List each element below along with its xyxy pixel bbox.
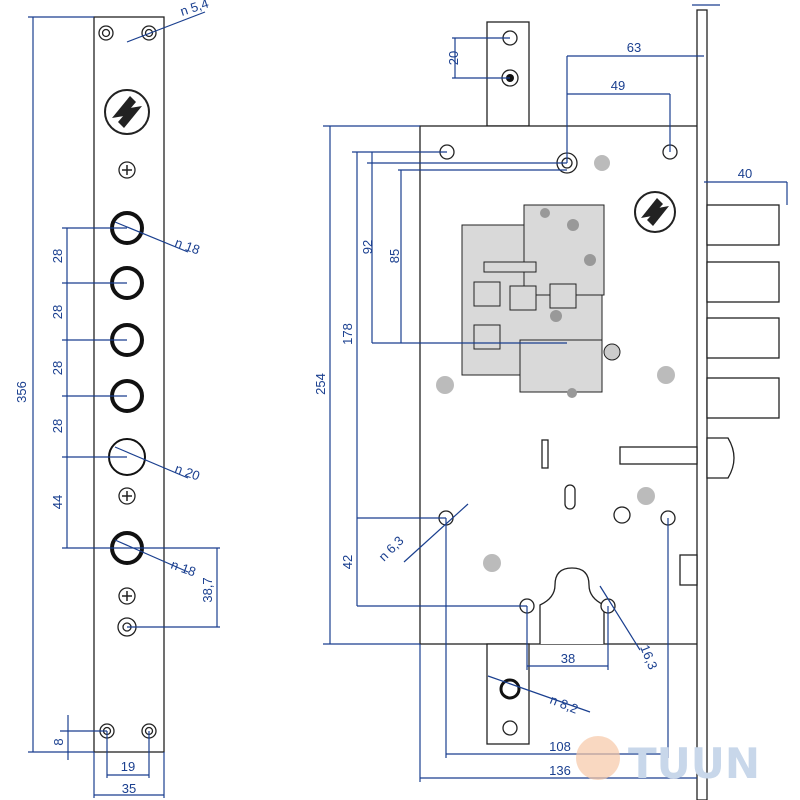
front-plate xyxy=(93,16,165,753)
dia-18-a: n 18 xyxy=(173,235,202,258)
bolt-4 xyxy=(706,377,780,419)
watermark-text: TUUN xyxy=(628,739,760,788)
dim-44: 44 xyxy=(50,495,65,509)
dim-92: 92 xyxy=(360,240,375,254)
watermark: TUUN xyxy=(576,736,760,788)
dim-40: 40 xyxy=(738,166,752,181)
dim-8: 8 xyxy=(51,738,66,745)
lock-body xyxy=(419,9,780,800)
dia-18-b: n 18 xyxy=(169,557,198,580)
faceplate xyxy=(696,9,708,800)
bolt-1 xyxy=(706,204,780,246)
body-dimension-lines xyxy=(323,4,788,782)
dim-19: 19 xyxy=(121,759,135,774)
strip-dimension-lines xyxy=(28,11,220,798)
dim-38-7: 38,7 xyxy=(200,577,215,602)
dim-63: 63 xyxy=(627,40,641,55)
bolt-2 xyxy=(706,261,780,303)
mechanism xyxy=(461,204,621,398)
dia-16-3: 16,3 xyxy=(637,643,660,672)
dim-254: 254 xyxy=(313,373,328,395)
dim-35: 35 xyxy=(122,781,136,796)
latch xyxy=(706,437,735,479)
dim-42: 42 xyxy=(340,555,355,569)
dim-108: 108 xyxy=(549,739,571,754)
dim-28-b: 28 xyxy=(50,305,65,319)
dim-28-d: 28 xyxy=(50,419,65,433)
brand-logo-icon xyxy=(104,89,150,135)
watermark-logo-icon xyxy=(576,736,620,780)
dia-8-2: n 8,2 xyxy=(548,692,580,717)
dim-20: 20 xyxy=(446,51,461,65)
dim-178: 178 xyxy=(340,323,355,345)
dim-356: 356 xyxy=(14,381,29,403)
dim-38: 38 xyxy=(561,651,575,666)
dim-85: 85 xyxy=(387,249,402,263)
dia-6-3: n 6,3 xyxy=(376,533,407,564)
cylinder-cutout xyxy=(539,567,605,644)
dim-136: 136 xyxy=(549,763,571,778)
dim-49: 49 xyxy=(611,78,625,93)
bolt-3 xyxy=(706,317,780,359)
dim-28-a: 28 xyxy=(50,249,65,263)
body-logo-icon xyxy=(634,191,676,233)
dia-20: n 20 xyxy=(173,461,202,484)
dim-28-c: 28 xyxy=(50,361,65,375)
